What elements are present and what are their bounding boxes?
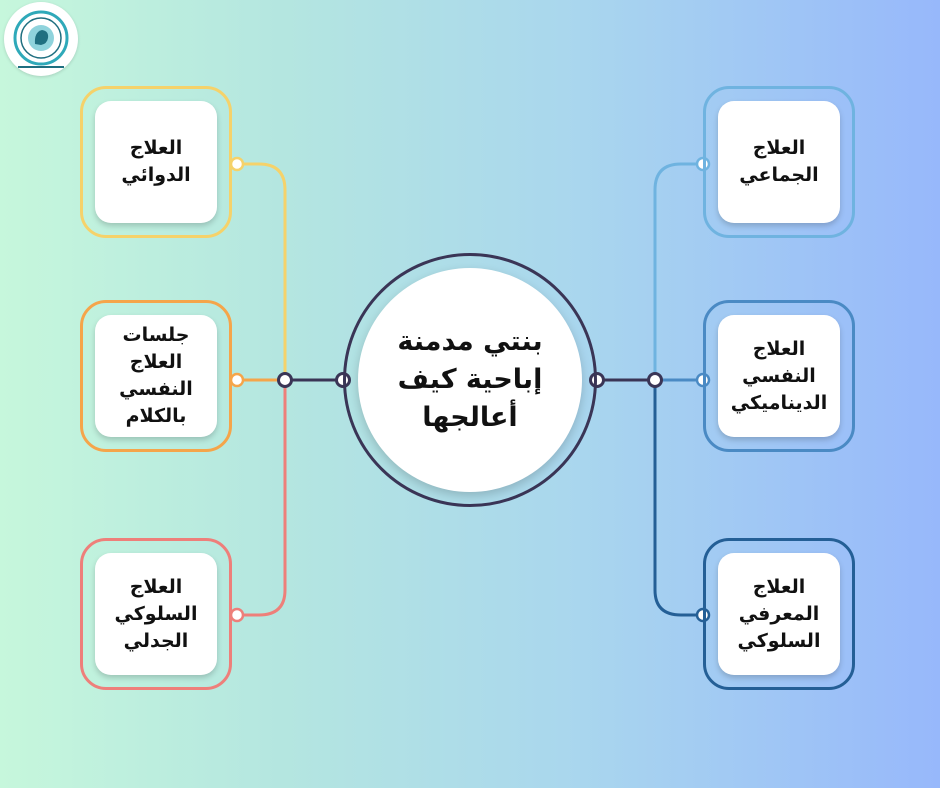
clinic-logo-icon: [13, 10, 69, 68]
node-left-top: [229, 156, 245, 172]
card-group-therapy: العلاج الجماعي: [718, 101, 840, 223]
card-frame-group-therapy: العلاج الجماعي: [703, 86, 855, 238]
card-frame-medication: العلاج الدوائي: [80, 86, 232, 238]
card-cbt: العلاج المعرفي السلوكي: [718, 553, 840, 675]
card-label-dbt: العلاج السلوكي الجدلي: [114, 575, 198, 652]
node-left-bottom: [229, 607, 245, 623]
connector-left-top: [237, 162, 287, 380]
card-label-psychodynamic: العلاج النفسي الديناميكي: [730, 337, 828, 414]
connector-right-top: [653, 162, 703, 380]
hub-right: [647, 372, 663, 388]
card-frame-cbt: العلاج المعرفي السلوكي: [703, 538, 855, 690]
card-dbt: العلاج السلوكي الجدلي: [95, 553, 217, 675]
card-frame-psychodynamic: العلاج النفسي الديناميكي: [703, 300, 855, 452]
card-psychodynamic: العلاج النفسي الديناميكي: [718, 315, 840, 437]
clinic-logo: [4, 2, 78, 76]
node-left-middle: [229, 372, 245, 388]
card-label-group-therapy: العلاج الجماعي: [739, 137, 819, 186]
card-label-medication: العلاج الدوائي: [121, 137, 191, 186]
card-talk-therapy: جلسات العلاج النفسي بالكلام: [95, 315, 217, 437]
card-label-talk-therapy: جلسات العلاج النفسي بالكلام: [119, 324, 193, 427]
card-medication: العلاج الدوائي: [95, 101, 217, 223]
card-label-cbt: العلاج المعرفي السلوكي: [737, 575, 821, 652]
hub-left: [277, 372, 293, 388]
center-disc: بنتي مدمنة إباحية كيف أعالجها: [358, 268, 582, 492]
center-title: بنتي مدمنة إباحية كيف أعالجها: [397, 326, 543, 433]
card-frame-dbt: العلاج السلوكي الجدلي: [80, 538, 232, 690]
connector-left-bottom: [237, 380, 287, 617]
center-ring: بنتي مدمنة إباحية كيف أعالجها: [343, 253, 597, 507]
card-frame-talk-therapy: جلسات العلاج النفسي بالكلام: [80, 300, 232, 452]
connector-right-bottom: [653, 380, 703, 617]
